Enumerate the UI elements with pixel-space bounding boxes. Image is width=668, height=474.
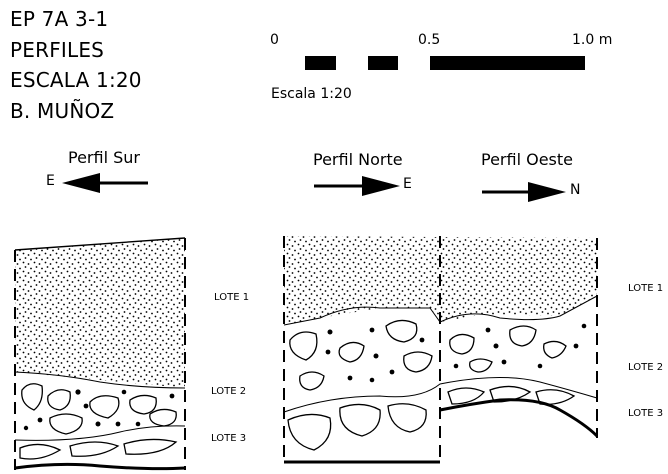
profile-norte-title: Perfil Norte [313,150,403,169]
header-line-2: PERFILES [10,37,105,62]
header-line-3: ESCALA 1:20 [10,68,142,92]
right-lote-2-label: LOTE 2 [628,362,664,373]
scale-tick-05: 0.5 [418,32,441,48]
arrow-oeste [482,182,566,202]
scale-tick-0: 0 [270,32,279,48]
left-lote-2-label: LOTE 2 [211,386,247,397]
header-line-4: B. MUÑOZ [10,98,115,123]
profile-norte-oeste-section [283,236,599,464]
header-block: EP 7A 3-1 PERFILES ESCALA 1:20 B. MUÑOZ [10,4,142,126]
left-lote-1-label: LOTE 1 [214,292,250,303]
right-lote-3-label: LOTE 3 [628,408,664,419]
profile-sur-section [14,237,186,471]
scale-caption: Escala 1:20 [271,86,352,102]
profile-oeste-direction: N [570,182,581,198]
scale-segment-3 [430,56,585,70]
profile-oeste-title: Perfil Oeste [481,150,573,169]
profile-sur-title: Perfil Sur [68,148,140,167]
arrow-norte [314,176,400,196]
profile-norte-direction: E [403,176,412,192]
scale-bar [305,56,585,70]
scale-tick-1m: 1.0 m [572,32,613,48]
left-lote-3-label: LOTE 3 [211,433,247,444]
scale-segment-1 [305,56,336,70]
scale-segment-2 [368,56,398,70]
header-line-1: EP 7A 3-1 [10,7,109,31]
arrow-sur [62,173,148,193]
right-lote-1-label: LOTE 1 [628,283,664,294]
profile-sur-direction: E [46,173,55,189]
